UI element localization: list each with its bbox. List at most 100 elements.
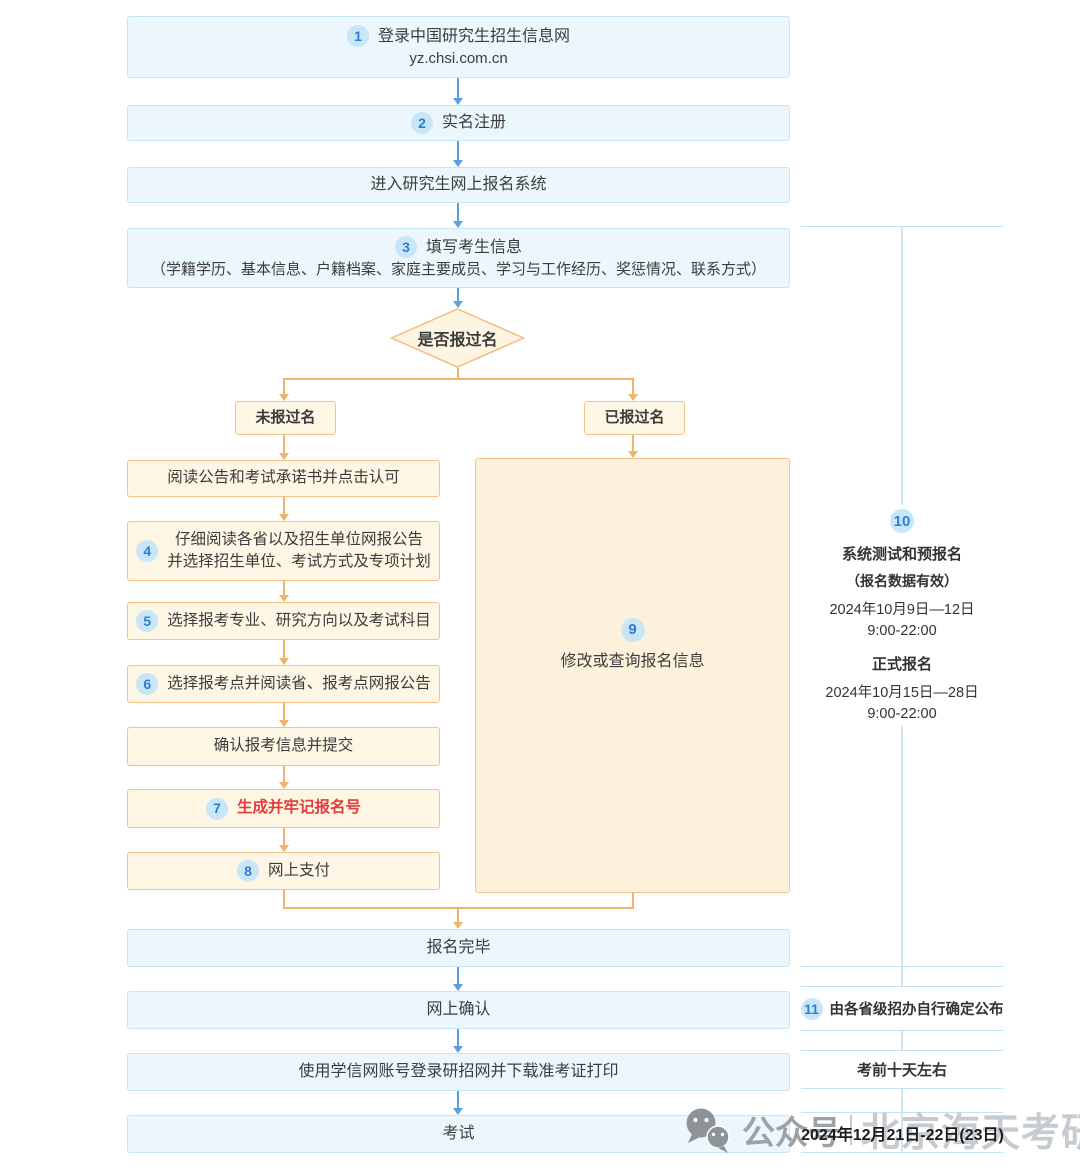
step-label: 报名完毕 [426,939,491,957]
step-choose-site-box: 6 选择报考点并阅读省、报考点网报公告 [127,665,440,703]
panel-divider [801,1050,1003,1051]
step-badge: 6 [136,673,159,695]
decision-registered-diamond: 是否报过名 [389,308,526,368]
panel-divider [801,1112,1003,1113]
step-exam-box: 考试 [127,1115,790,1153]
down-arrow-icon [283,435,285,453]
note-badge: 10 [890,509,914,533]
step-badge: 2 [410,112,433,134]
step-fill-info-box: 3 填写考生信息 （学籍学历、基本信息、户籍档案、家庭主要成员、学习与工作经历、… [127,228,790,288]
step-label-highlight: 生成并牢记报名号 [236,799,361,817]
step-read-province-box: 4 仔细阅读各省以及招生单位网报公告 并选择招生单位、考试方式及专项计划 [127,521,440,581]
panel-divider [801,966,1003,967]
sidebar-note-10: 10 系统测试和预报名 （报名数据有效） 2024年10月9日—12日 9:00… [797,505,1007,726]
step-badge: 9 [620,617,645,642]
step-label: 填写考生信息 [425,238,522,256]
down-arrow-icon [457,909,459,922]
connector-line [457,368,459,379]
sidebar-note-11: 11 由各省级招办自行确定公布 [793,987,1011,1030]
down-arrow-icon [457,288,459,301]
step-online-confirm-box: 网上确认 [127,991,790,1029]
watermark-separator [850,1115,852,1145]
note-time2: 9:00-22:00 [867,706,937,722]
down-arrow-icon [457,1029,459,1046]
down-arrow-icon [283,497,285,514]
step-label: 网上支付 [267,861,330,879]
step-label: 选择报考点并阅读省、报考点网报公告 [167,674,431,692]
step-login-box: 1 登录中国研究生招生信息网 yz.chsi.com.cn [127,16,790,78]
down-arrow-icon [283,378,285,394]
down-arrow-icon [283,828,285,845]
connector-line [283,890,285,909]
note-badge: 11 [800,997,823,1020]
step-label: 阅读公告和考试承诺书并点击认可 [167,469,400,487]
step-badge: 3 [394,236,417,259]
connector-line [283,378,634,380]
step-label: 登录中国研究生招生信息网 [377,27,570,45]
down-arrow-icon [457,1091,459,1108]
diamond-shape-icon [389,308,526,368]
watermark: 公众号 北京海天考研 [682,1102,1080,1158]
watermark-brand-text: 北京海天考研 [861,1112,1080,1155]
note-label: 2024年12月21日-22日(23日) [801,1126,1004,1144]
down-arrow-icon [457,78,459,98]
note-date: 2024年10月9日—12日 [829,602,975,618]
step-confirm-submit-box: 确认报考信息并提交 [127,727,440,766]
note-date2: 2024年10月15日—28日 [825,685,979,701]
step-register-box: 2 实名注册 [127,105,790,141]
branch-registered-label: 已报过名 [584,401,685,435]
note-label: 由各省级招办自行确定公布 [829,1002,1004,1018]
note-time: 9:00-22:00 [867,623,937,639]
sidebar-note-12: 考前十天左右 [801,1051,1003,1088]
connector-line [632,893,634,909]
branch-label: 未报过名 [255,409,316,427]
branch-not-registered-label: 未报过名 [235,401,336,435]
step-label: 网上确认 [426,1001,491,1019]
step-badge: 8 [236,860,259,882]
note-title: 系统测试和预报名 [841,546,962,563]
step-pay-online-box: 8 网上支付 [127,852,440,890]
step-label-line2: 并选择招生单位、考试方式及专项计划 [167,553,431,570]
step-badge: 7 [205,797,228,820]
step-remember-number-box: 7 生成并牢记报名号 [127,789,440,828]
step-label: 选择报考专业、研究方向以及考试科目 [167,611,431,629]
step-badge: 4 [136,540,159,562]
step-badge: 5 [136,610,159,632]
step-label: 考试 [442,1125,475,1143]
wechat-icon [686,1108,730,1153]
step-label: 实名注册 [441,114,506,132]
step-sublabel: （学籍学历、基本信息、户籍档案、家庭主要成员、学习与工作经历、奖惩情况、联系方式… [150,260,766,278]
panel-divider [801,986,1003,987]
down-arrow-icon [283,581,285,595]
panel-divider [801,1030,1003,1031]
panel-divider [801,1152,1003,1153]
note-subtitle: （报名数据有效） [846,573,958,589]
decision-label: 是否报过名 [417,332,498,349]
step-label: 进入研究生网上报名系统 [370,176,547,194]
step-enter-system-box: 进入研究生网上报名系统 [127,167,790,203]
down-arrow-icon [457,141,459,160]
watermark-account-text: 公众号 [742,1114,841,1151]
connector-line [283,907,634,909]
step-read-notice-box: 阅读公告和考试承诺书并点击认可 [127,460,440,497]
down-arrow-icon [283,703,285,720]
down-arrow-icon [283,640,285,658]
step-complete-box: 报名完毕 [127,929,790,967]
note-label: 考前十天左右 [856,1062,947,1079]
down-arrow-icon [283,766,285,782]
down-arrow-icon [632,378,634,394]
step-badge: 1 [346,25,369,48]
note-title2: 正式报名 [871,656,932,673]
step-sublabel: yz.chsi.com.cn [409,49,508,67]
step-label: 使用学信网账号登录研招网并下载准考证打印 [298,1063,619,1081]
step-modify-query-box: 9 修改或查询报名信息 [475,458,790,893]
step-label: 修改或查询报名信息 [560,652,705,670]
down-arrow-icon [457,203,459,221]
down-arrow-icon [457,967,459,984]
sidebar-note-13: 2024年12月21日-22日(23日) [760,1113,1045,1152]
down-arrow-icon [632,435,634,451]
step-choose-major-box: 5 选择报考专业、研究方向以及考试科目 [127,602,440,640]
step-label: 确认报考信息并提交 [213,737,354,755]
panel-divider [801,1088,1003,1089]
